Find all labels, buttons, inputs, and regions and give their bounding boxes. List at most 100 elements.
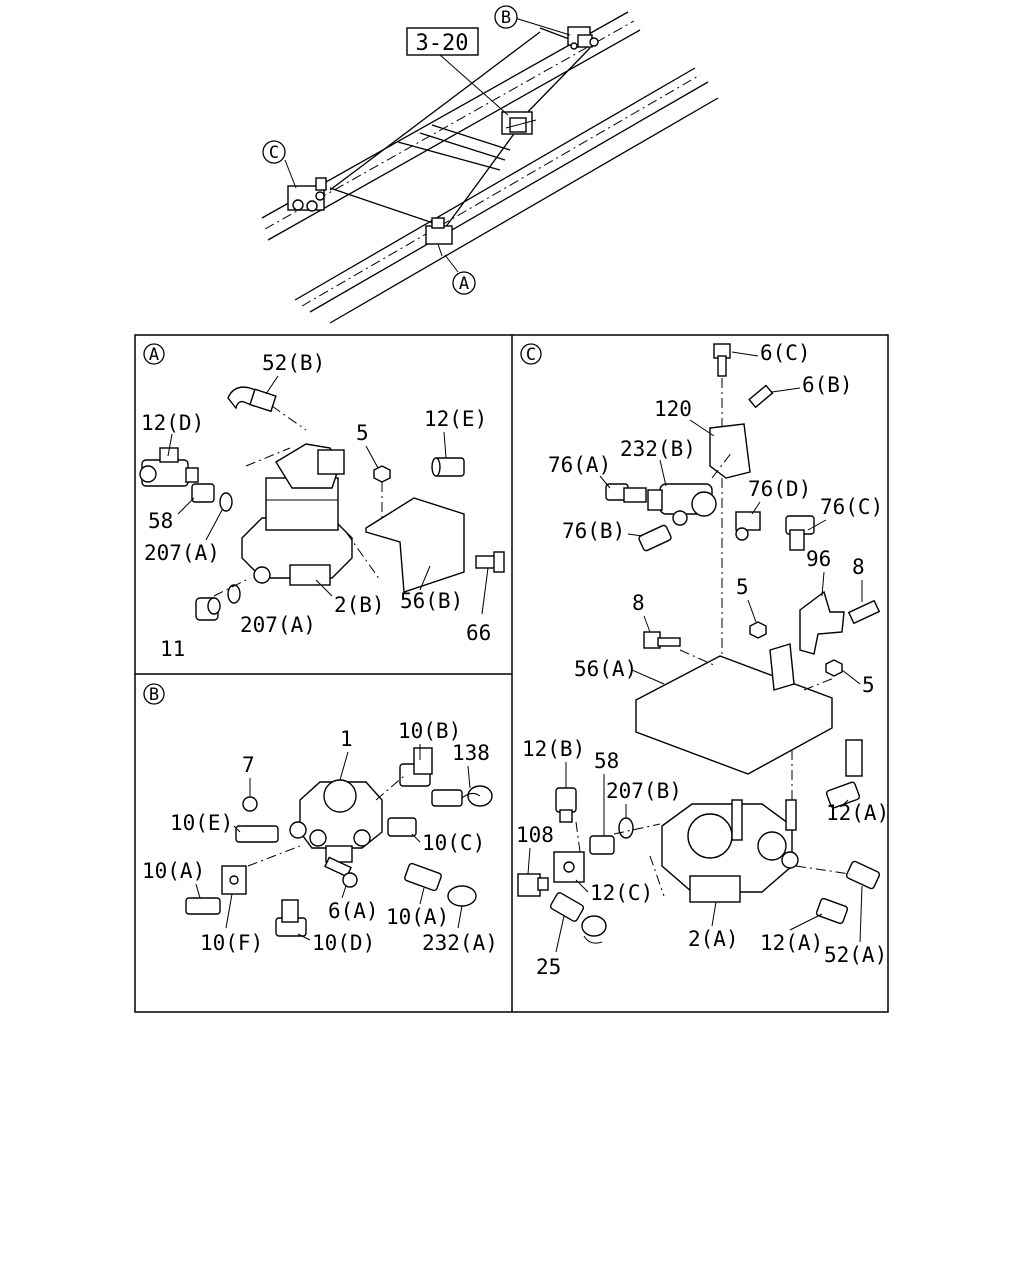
valve-body-1 — [289, 779, 383, 863]
fitting-58-c — [589, 835, 615, 855]
label-5: 5 — [356, 421, 369, 445]
overview-valve-a — [425, 217, 453, 257]
washer-207b — [618, 817, 634, 839]
valve-232b — [647, 483, 717, 526]
panel-c-circle: C — [526, 345, 536, 365]
switch-138 — [431, 785, 493, 807]
bolt-66 — [475, 551, 505, 573]
fitting-76c — [785, 515, 815, 551]
label-1: 1 — [340, 727, 353, 751]
label-207a: 207(A) — [144, 541, 220, 565]
label-207b: 207(B) — [606, 779, 682, 803]
relay-valve-2a — [661, 799, 799, 903]
label-12c: 12(C) — [590, 881, 653, 905]
fitting-12a-lower — [815, 897, 849, 925]
plate-56a-tab — [769, 643, 795, 691]
label-66: 66 — [466, 621, 491, 645]
label-76c: 76(C) — [820, 495, 883, 519]
panel-c: C — [516, 341, 889, 979]
elbow-fitting-52b — [227, 386, 277, 413]
fitting-10a-left — [185, 897, 221, 915]
label-5-upper: 5 — [736, 575, 749, 599]
tee-fitting-12d — [139, 447, 199, 487]
bolt-6b — [748, 384, 774, 409]
fitting-58 — [191, 483, 215, 503]
washer-7 — [242, 796, 258, 812]
label-10a-right: 10(A) — [386, 905, 449, 929]
label-6a: 6(A) — [328, 899, 379, 923]
overview-valve-c — [287, 177, 327, 212]
elbow-12a-upper — [825, 739, 863, 809]
plug-108 — [517, 873, 549, 897]
label-10c: 10(C) — [422, 831, 485, 855]
callout-b-label: B — [501, 8, 511, 28]
label-10a-left: 10(A) — [142, 859, 205, 883]
label-7: 7 — [242, 753, 255, 777]
washer-207a — [219, 492, 233, 512]
label-6c: 6(C) — [760, 341, 811, 365]
label-5-lower: 5 — [862, 673, 875, 697]
label-25: 25 — [536, 955, 561, 979]
relay-valve-2b — [241, 443, 353, 586]
chassis-overview — [261, 11, 719, 324]
elbow-10b — [399, 747, 433, 787]
fitting-76d — [735, 511, 761, 541]
label-52b: 52(B) — [262, 351, 325, 375]
label-12a-lower: 12(A) — [760, 931, 823, 955]
label-12e: 12(E) — [424, 407, 487, 431]
panel-b: B — [142, 683, 498, 955]
label-11: 11 — [160, 637, 185, 661]
label-52a: 52(A) — [824, 943, 887, 967]
label-207a-lower: 207(A) — [240, 613, 316, 637]
label-2b: 2(B) — [334, 593, 385, 617]
label-232b: 232(B) — [620, 437, 696, 461]
bolt-8-right — [847, 599, 881, 625]
callout-a: A — [452, 271, 476, 295]
label-120: 120 — [654, 397, 692, 421]
overview-valve-center — [501, 111, 537, 135]
label-232a: 232(A) — [422, 931, 498, 955]
bracket-120 — [709, 423, 751, 479]
fitting-52a — [845, 860, 881, 890]
block-12c — [553, 851, 585, 883]
label-56b: 56(B) — [400, 589, 463, 613]
label-10f: 10(F) — [200, 931, 263, 955]
label-58: 58 — [148, 509, 173, 533]
washer-207a-lower — [227, 584, 241, 604]
plug-11 — [195, 597, 221, 621]
switch-25 — [549, 892, 607, 944]
fitting-76a — [605, 483, 647, 503]
label-12b: 12(B) — [522, 737, 585, 761]
panel-b-circle: B — [149, 685, 159, 705]
fitting-76b — [638, 524, 672, 552]
label-10d: 10(D) — [312, 931, 375, 955]
cap-232a — [447, 885, 477, 907]
fitting-10e — [235, 825, 279, 843]
bolt-8-left — [643, 631, 681, 649]
nut-5-upper — [749, 621, 767, 639]
elbow-10d — [275, 899, 307, 937]
callout-a-label: A — [459, 274, 469, 294]
callout-b: B — [494, 5, 518, 29]
label-2a: 2(A) — [688, 927, 739, 951]
callout-c: C — [262, 140, 286, 164]
label-96: 96 — [806, 547, 831, 571]
label-56a: 56(A) — [574, 657, 637, 681]
bolt-6c — [713, 343, 731, 377]
nut-5-lower — [825, 659, 843, 677]
panel-a-circle: A — [149, 345, 159, 365]
label-58-c: 58 — [594, 749, 619, 773]
label-8-right: 8 — [852, 555, 865, 579]
bracket-56b — [365, 497, 465, 593]
label-108: 108 — [516, 823, 554, 847]
label-76a: 76(A) — [548, 453, 611, 477]
callout-c-label: C — [269, 143, 279, 163]
panel-frames — [134, 334, 889, 1013]
label-76b: 76(B) — [562, 519, 625, 543]
bracket-96 — [799, 590, 845, 655]
label-76d: 76(D) — [748, 477, 811, 501]
label-6b: 6(B) — [802, 373, 853, 397]
bolt-6a — [324, 856, 358, 888]
overview-valve-b — [567, 26, 599, 50]
